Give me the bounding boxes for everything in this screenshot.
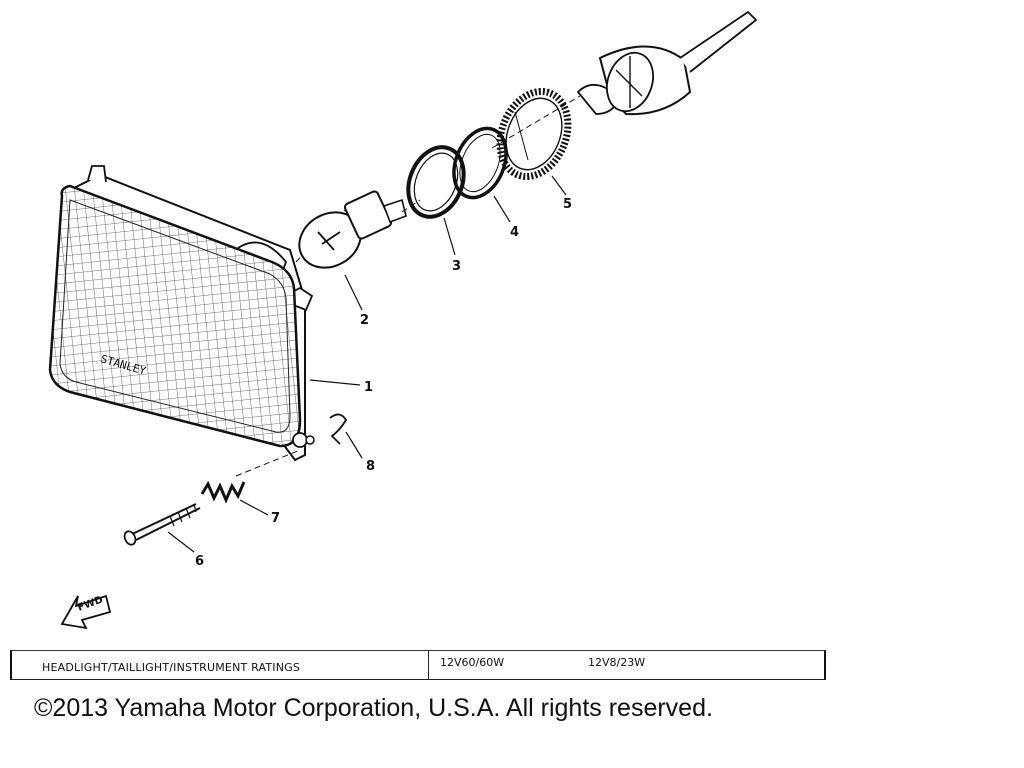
callout-6: 6	[195, 554, 204, 569]
callout-2: 2	[360, 313, 369, 328]
forward-direction-arrow-icon: FWD	[60, 595, 112, 630]
adjusting-screw-6	[123, 503, 201, 553]
taillight-rating-value: 12V8/23W	[588, 656, 646, 669]
callout-4: 4	[510, 225, 519, 240]
callout-7: 7	[271, 511, 280, 526]
bulb-socket-assembly	[491, 10, 758, 149]
clip-8	[329, 413, 363, 459]
exploded-parts-diagram: STANLEY	[48, 10, 758, 630]
headlight-ring-3	[401, 145, 466, 256]
headlight-rating-value: 12V60/60W	[440, 656, 505, 669]
copyright-notice: ©2013 Yamaha Motor Corporation, U.S.A. A…	[34, 694, 713, 722]
headlight-retaining-ring-5	[496, 87, 572, 196]
callout-5: 5	[563, 197, 572, 212]
ratings-label: HEADLIGHT/TAILLIGHT/INSTRUMENT RATINGS	[42, 661, 301, 674]
headlight-lens	[48, 184, 302, 448]
headlight-unit: STANLEY	[48, 165, 361, 462]
headlight-gasket-4	[452, 126, 511, 223]
callout-8: 8	[366, 459, 375, 474]
headlight-bulb	[295, 190, 407, 311]
callout-1: 1	[364, 380, 373, 395]
callout-3: 3	[452, 259, 461, 274]
ratings-divider	[428, 651, 429, 679]
ratings-table: HEADLIGHT/TAILLIGHT/INSTRUMENT RATINGS 1…	[10, 650, 826, 680]
adjusting-spring-7	[200, 449, 301, 516]
